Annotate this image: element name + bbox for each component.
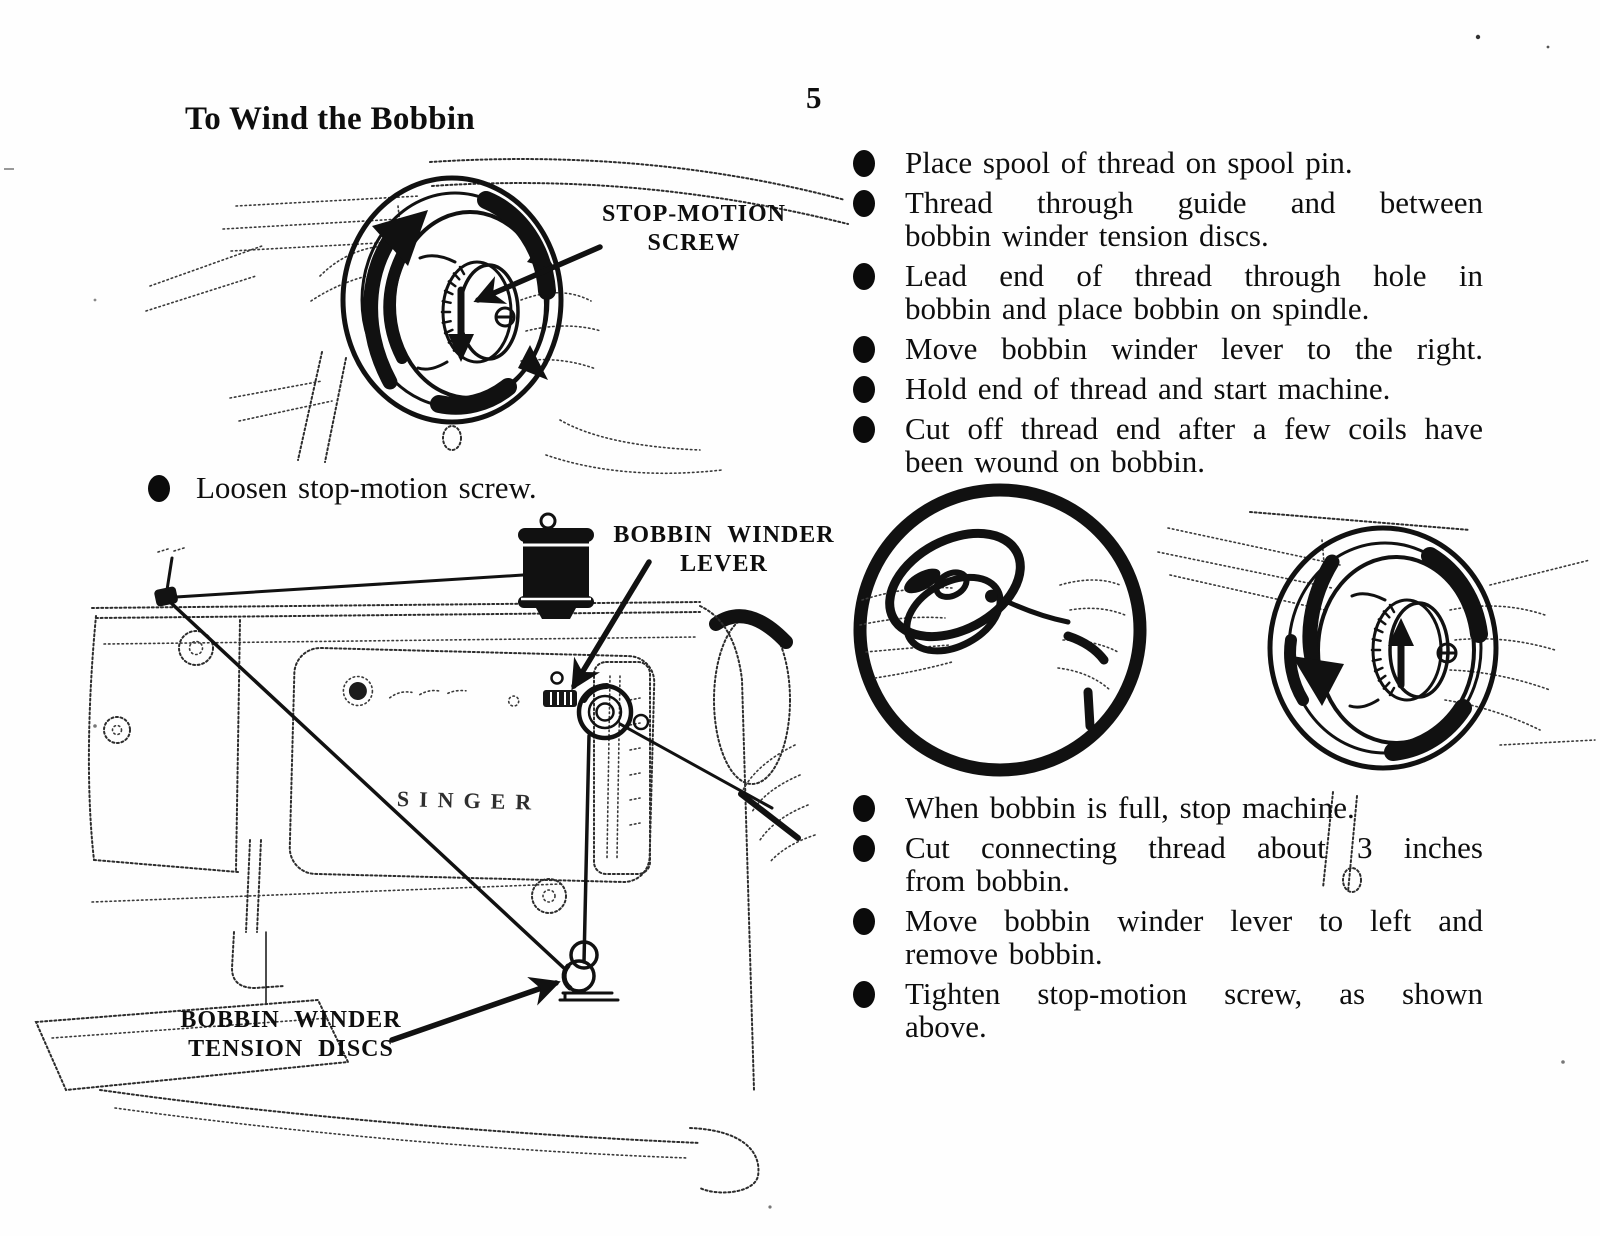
instruction-step: Hold end of thread and start machine. xyxy=(853,372,1485,405)
step-line: from bobbin. xyxy=(905,863,1070,898)
figure-machine-threading: SINGER xyxy=(34,512,816,1194)
bobbin-winder-lever-label: BOBBIN WINDER LEVER xyxy=(598,521,850,579)
tension-discs-label-arrow xyxy=(389,976,561,1043)
page-title: To Wind the Bobbin xyxy=(185,101,476,137)
instruction-step: When bobbin is full, stop machine. xyxy=(853,791,1485,824)
instruction-step: Tighten stop-motion screw, as shown abov… xyxy=(853,977,1485,1043)
instruction-step: Cut connecting thread about 3 inches fro… xyxy=(853,831,1485,897)
step-line: bobbin and place bobbin on spindle. xyxy=(905,291,1370,326)
machine-body: SINGER xyxy=(34,601,793,1194)
step-text: Loosen stop-motion screw. xyxy=(196,471,626,504)
step-line: When bobbin is full, stop machine. xyxy=(905,790,1355,825)
step-line: Lead end of thread through hole in xyxy=(905,258,1483,293)
bullet-icon xyxy=(853,416,875,443)
label-line: LEVER xyxy=(680,551,768,577)
step-line: Cut off thread end after a few coils hav… xyxy=(905,411,1483,446)
instruction-step: Move bobbin winder lever to the right. xyxy=(853,332,1485,365)
label-line: SCREW xyxy=(647,230,741,256)
step-line: bobbin winder tension discs. xyxy=(905,218,1269,253)
page-number: 5 xyxy=(806,80,822,115)
hand-holding-thread xyxy=(738,744,816,863)
winding-steps-list: Place spool of thread on spool pin. Thre… xyxy=(853,146,1485,485)
instruction-step: Move bobbin winder lever to left and rem… xyxy=(853,904,1485,970)
label-line: BOBBIN WINDER xyxy=(180,1007,402,1033)
thread-spool xyxy=(518,512,594,619)
instruction-step: Lead end of thread through hole in bobbi… xyxy=(853,259,1485,325)
bullet-icon xyxy=(853,835,875,862)
bullet-icon xyxy=(853,263,875,290)
step-line: Thread through guide and between xyxy=(905,185,1483,220)
bullet-icon xyxy=(853,908,875,935)
bullet-icon xyxy=(853,150,875,177)
bobbin-winder-tension-discs xyxy=(558,940,620,1002)
handwheel xyxy=(340,175,564,425)
step-line: remove bobbin. xyxy=(905,936,1103,971)
figure-bobbin-inset xyxy=(853,483,1147,777)
knob-arrow-down xyxy=(448,286,474,362)
bobbin-on-spindle xyxy=(576,683,650,741)
step-line: Hold end of thread and start machine. xyxy=(905,371,1391,406)
tension-discs-label: BOBBIN WINDER TENSION DISCS xyxy=(176,1006,406,1064)
bullet-icon xyxy=(148,475,170,502)
knob-arrow-up xyxy=(1388,618,1414,689)
figure-tighten-handwheel xyxy=(1157,511,1596,893)
finishing-steps-list: When bobbin is full, stop machine. Cut c… xyxy=(853,791,1485,1050)
step-line: Tighten stop-motion screw, as shown xyxy=(905,976,1483,1011)
step-line: Move bobbin winder lever to the right. xyxy=(905,331,1483,366)
thread-end xyxy=(1005,599,1071,625)
step-line: Move bobbin winder lever to left and xyxy=(905,903,1483,938)
step-line: been wound on bobbin. xyxy=(905,444,1206,479)
stop-motion-screw-knob xyxy=(1348,592,1458,709)
thread-guide xyxy=(154,547,185,607)
label-line: TENSION DISCS xyxy=(188,1036,394,1062)
instruction-step: Thread through guide and between bobbin … xyxy=(853,186,1485,252)
bullet-icon xyxy=(853,981,875,1008)
step-line: Cut connecting thread about 3 inches xyxy=(905,830,1483,865)
figure-loosen-handwheel xyxy=(145,158,849,475)
bullet-icon xyxy=(853,376,875,403)
instruction-step: Loosen stop-motion screw. xyxy=(148,471,626,504)
bullet-icon xyxy=(853,795,875,822)
step-line: Loosen stop-motion screw. xyxy=(196,470,537,505)
bullet-icon xyxy=(853,190,875,217)
scan-noise xyxy=(4,34,1565,1209)
machine-brand-text: SINGER xyxy=(397,786,542,815)
instruction-step: Cut off thread end after a few coils hav… xyxy=(853,412,1485,478)
handwheel xyxy=(1267,525,1499,771)
bullet-icon xyxy=(853,336,875,363)
stop-motion-label-arrow xyxy=(473,244,603,304)
instruction-step: Place spool of thread on spool pin. xyxy=(853,146,1485,179)
bobbin xyxy=(885,528,1025,655)
stop-motion-screw-label: STOP-MOTION SCREW xyxy=(588,200,800,258)
rotation-arrow-ccw xyxy=(363,210,428,390)
winder-lever-label-arrow xyxy=(571,559,652,691)
label-line: STOP-MOTION xyxy=(602,201,786,227)
step-line: above. xyxy=(905,1009,987,1044)
rotation-arrow-cw xyxy=(1292,554,1344,706)
step-line: Place spool of thread on spool pin. xyxy=(905,145,1353,180)
label-line: BOBBIN WINDER xyxy=(613,522,835,548)
stop-motion-screw-knob xyxy=(416,254,520,371)
knurling xyxy=(1370,603,1396,697)
bobbin-winder-lever xyxy=(543,671,577,707)
thread-path xyxy=(168,573,774,972)
